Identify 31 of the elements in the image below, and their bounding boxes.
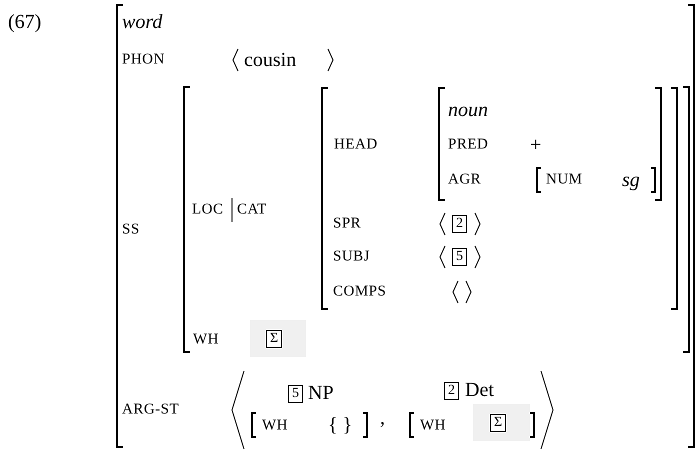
- boxed-tag: Σ: [266, 330, 282, 348]
- feature-name: SS: [122, 222, 140, 238]
- feature-name: ARG-ST: [122, 402, 180, 418]
- feature-name: PHON: [122, 52, 165, 68]
- feature-name: AGR: [448, 172, 482, 188]
- feature-name: COMPS: [333, 284, 386, 300]
- boxed-tag: 5: [288, 385, 303, 403]
- feature-name: WH: [262, 418, 288, 434]
- feature-name: PRED: [448, 138, 488, 152]
- feature-name: LOC: [192, 202, 224, 218]
- category-label: Det: [465, 380, 494, 400]
- feature-value: { }: [328, 415, 352, 435]
- feature-name: NUM: [546, 172, 583, 188]
- category-label: NP: [308, 383, 334, 403]
- example-number: (67): [8, 12, 42, 32]
- feature-name: CAT: [237, 202, 267, 218]
- boxed-tag: 2: [444, 382, 459, 400]
- boxed-tag: Σ: [490, 414, 506, 432]
- boxed-tag: 5: [452, 248, 467, 266]
- feature-name: WH: [420, 418, 446, 434]
- feature-value: sg: [622, 170, 640, 190]
- feature-value: cousin: [244, 50, 296, 70]
- feature-value: +: [530, 135, 542, 155]
- feature-name: WH: [193, 332, 219, 348]
- feature-name: SUBJ: [333, 250, 370, 264]
- type-label: word: [122, 12, 162, 32]
- type-label: noun: [448, 100, 488, 120]
- comma: ,: [380, 408, 385, 428]
- boxed-tag: 2: [452, 215, 467, 233]
- feature-name: HEAD: [334, 138, 378, 152]
- feature-name: SPR: [333, 216, 362, 232]
